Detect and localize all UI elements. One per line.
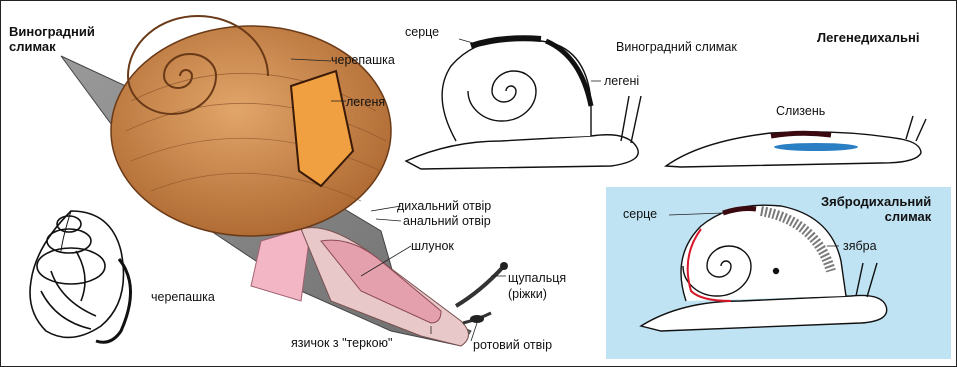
label-breathing-hole: дихальний отвір [397, 200, 491, 213]
scheme-tentacle-2 [631, 96, 641, 143]
tentacle-long [456, 267, 503, 306]
label-lungs-scheme: легені [604, 75, 639, 88]
title-gill-snail: Зябродихальний слимак [821, 195, 931, 225]
slug-tentacle-1 [906, 116, 913, 139]
label-tentacles: щупальця (ріжки) [508, 271, 566, 302]
title-grape-snail-scheme: Виноградний слимак [616, 41, 737, 54]
gill-snail-foot [641, 295, 887, 331]
gill-snail-tentacle-2 [867, 263, 877, 297]
title-grape-snail: Виноградний слимак [9, 25, 95, 55]
label-shell-bottom: черепашка [151, 291, 215, 304]
gill-snail-dot [774, 269, 779, 274]
shell-diagram [30, 211, 131, 342]
label-stomach: шлунок [411, 240, 454, 253]
scheme-foot [406, 135, 638, 169]
label-anal-hole: анальний отвір [403, 215, 491, 228]
label-gill: зябра [843, 240, 877, 253]
tentacle-eye [500, 262, 508, 270]
title-pulmonates: Легенедихальні [817, 31, 920, 44]
scheme-grape-snail [406, 38, 641, 169]
mouth-mark [470, 315, 484, 323]
slug-tentacle-2 [916, 119, 926, 141]
label-mouth: ротовий отвір [473, 339, 552, 352]
label-radula: язичок з "теркою" [291, 337, 392, 350]
slug-blue-gland [774, 143, 858, 151]
slug-mantle-dark [771, 133, 831, 136]
label-lung: легеня [346, 96, 385, 109]
scheme-tentacle-1 [621, 96, 629, 141]
main-snail [61, 16, 508, 346]
label-heart-gill: серце [623, 208, 657, 221]
label-shell-top: черепашка [331, 54, 395, 67]
label-heart-scheme: серце [405, 26, 439, 39]
title-slug: Слизень [776, 105, 825, 118]
slug-drawing [666, 116, 926, 167]
gill-snail-tentacle-1 [856, 263, 863, 296]
